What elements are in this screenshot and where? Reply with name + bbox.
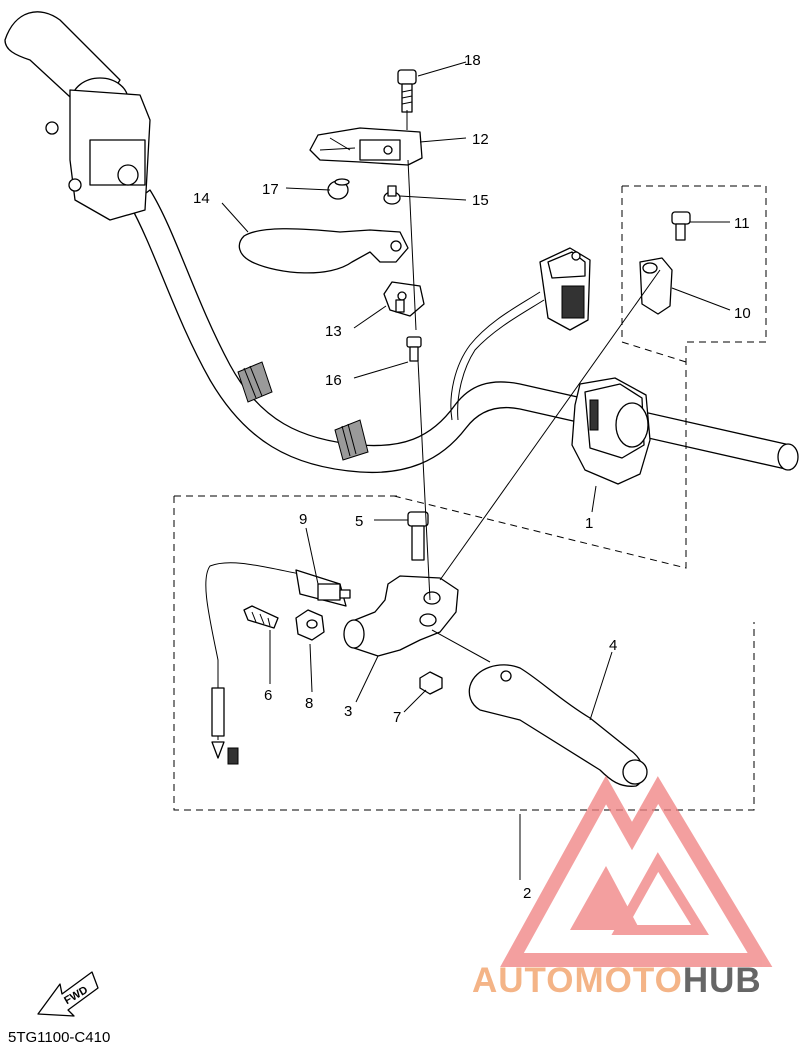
part-9-cable-adjuster [205,562,351,765]
callout-2: 2 [523,885,531,902]
callout-12: 12 [472,131,489,148]
callout-16: 16 [325,372,342,389]
watermark-logo-icon [500,775,773,967]
callout-8: 8 [305,695,313,712]
part-3-lever-holder [343,575,459,657]
callout-5: 5 [355,513,363,530]
part-12-bracket [309,127,423,166]
watermark-text: AUTOMOTOHUB [472,961,762,1000]
callout-11: 11 [734,215,750,232]
callout-18: 18 [464,52,481,69]
part-16-screw [406,336,422,362]
diagram-code: 5TG1100-C410 [8,1029,110,1044]
part-7-nut [419,671,443,695]
part-8-nut [295,609,325,641]
callout-4: 4 [609,637,617,654]
handlebar-knurl-right [334,419,369,461]
part-6-bolt [243,605,279,629]
group-outline-lever [173,495,755,811]
callout-7: 7 [393,709,401,726]
part-11-screw [671,211,691,241]
fwd-arrow-icon: FWD [37,971,99,1017]
callout-17: 17 [262,181,279,198]
callout-3: 3 [344,703,352,720]
svg-text:AUTOMOTOHUB: AUTOMOTOHUB [472,961,762,1000]
part-5-bolt [407,511,429,561]
group-outline-switch [389,185,767,569]
callout-9: 9 [299,511,307,528]
part-18-bolt [397,69,417,113]
callout-13: 13 [325,323,342,340]
part-13-plate [383,281,425,317]
part-10-clamp [639,257,673,315]
part-15-pivot [383,185,401,205]
watermark-brand-1: AUTOMOTO [472,961,683,1000]
wiring-connector [450,247,591,421]
handlebar [129,189,799,474]
part-14-lever [238,228,409,274]
part-1-switch [571,377,651,485]
master-cylinder [45,89,151,221]
handlebar-knurl-left [237,361,273,403]
callout-14: 14 [193,190,210,207]
part-4-lever [468,664,648,787]
part-17-cap [327,178,350,200]
callout-6: 6 [264,687,272,704]
callout-10: 10 [734,305,751,322]
watermark-brand-2: HUB [683,961,762,1000]
callout-1: 1 [585,515,593,532]
callout-15: 15 [472,192,489,209]
